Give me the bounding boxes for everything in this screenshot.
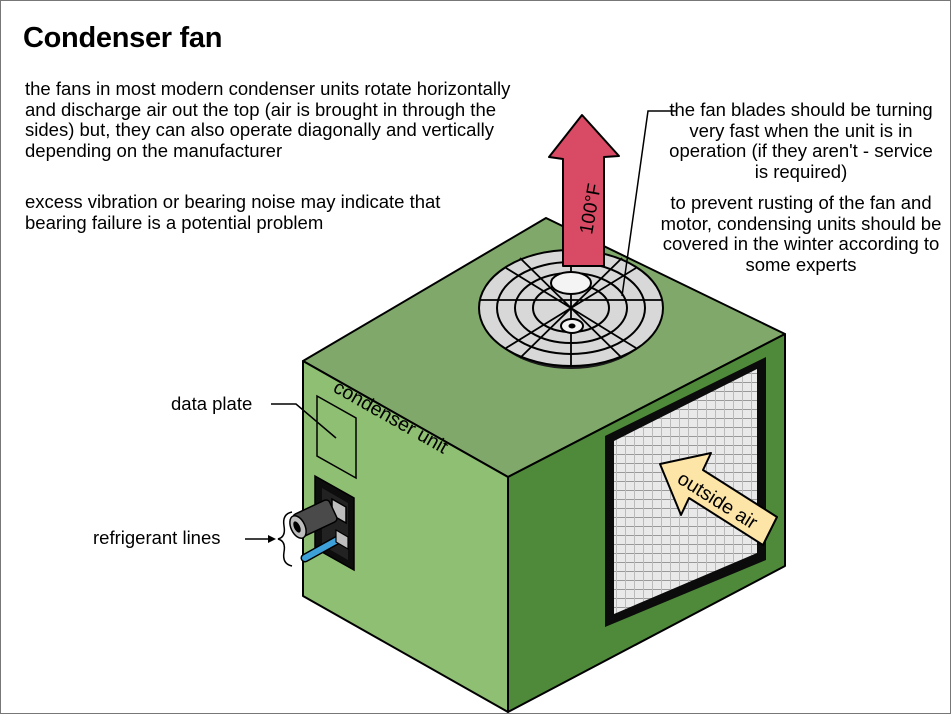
fan-note-leader: [621, 110, 677, 297]
refrigerant-lines-label: refrigerant lines: [93, 527, 221, 548]
data-plate-label: data plate: [171, 393, 253, 414]
intake-arrow: [659, 452, 778, 546]
fan-blades-note: the fan blades should be turning very fa…: [669, 99, 933, 182]
liquid-line: [300, 528, 349, 563]
page-title: Condenser fan: [23, 22, 223, 54]
vibration-paragraph: excess vibration or bearing noise may in…: [25, 191, 441, 233]
refrigerant-brace-icon: [277, 511, 293, 567]
exhaust-arrow: [548, 114, 620, 267]
data-plate-leader: [271, 403, 337, 439]
data-plate: [316, 394, 357, 480]
rust-prevention-note: to prevent rusting of the fan and motor,…: [660, 192, 942, 275]
fan-guard: [478, 249, 664, 369]
fan-rotation-paragraph: the fans in most modern condenser units …: [25, 78, 511, 161]
refrigerant-lines: [289, 497, 349, 563]
suction-line-fitting: [289, 497, 347, 540]
fan-hub-icon: [550, 271, 592, 295]
